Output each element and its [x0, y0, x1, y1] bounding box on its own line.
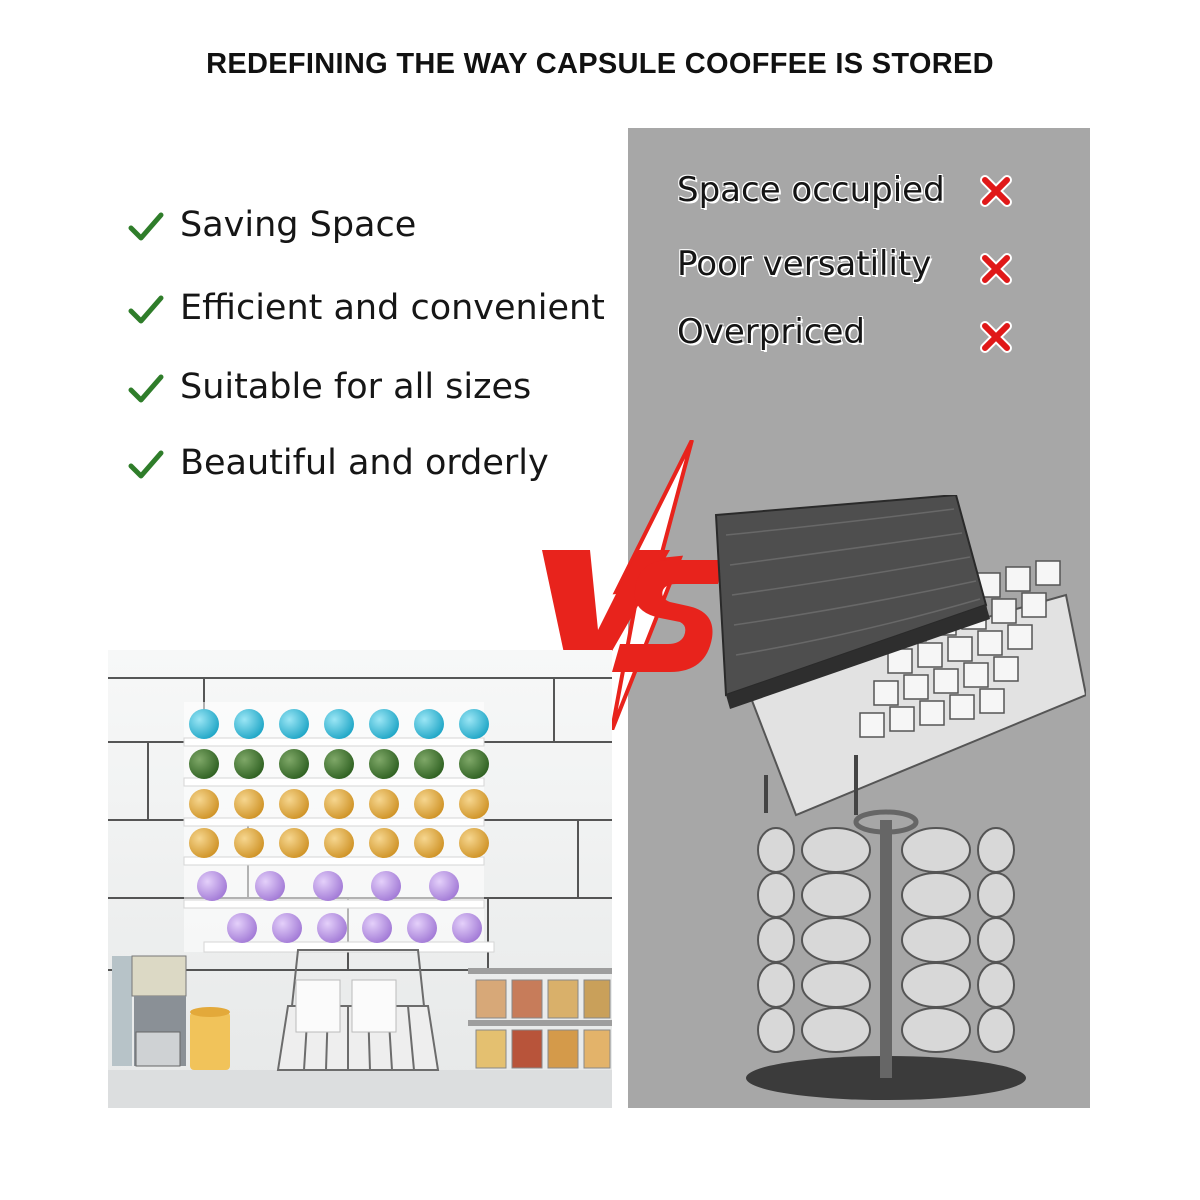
kcup-pod: [901, 1007, 971, 1053]
coffee-capsule: [279, 789, 309, 819]
coffee-capsule: [452, 913, 482, 943]
x-icon: [980, 175, 1012, 207]
kcup-pod: [977, 827, 1015, 873]
kcup-pod: [801, 872, 871, 918]
kcup-pod: [757, 872, 795, 918]
x-icon: [980, 321, 1012, 353]
kcup-pod: [757, 962, 795, 1008]
coffee-capsule: [324, 709, 354, 739]
coffee-capsule: [313, 871, 343, 901]
coffee-capsule: [324, 789, 354, 819]
benefit-label: Saving Space: [180, 205, 417, 245]
coffee-capsule: [324, 749, 354, 779]
drawer-pod: [1035, 560, 1061, 586]
coffee-capsule: [362, 913, 392, 943]
coffee-capsule: [197, 871, 227, 901]
con-label: Poor versatility: [677, 244, 932, 284]
x-icon: [980, 253, 1012, 285]
kcup-pod: [901, 917, 971, 963]
check-icon: [128, 212, 164, 241]
check-icon: [128, 295, 164, 324]
coffee-capsule: [227, 913, 257, 943]
kcup-pod: [901, 962, 971, 1008]
coffee-capsule: [459, 709, 489, 739]
benefit-label: Beautiful and orderly: [180, 443, 549, 483]
coffee-capsule: [189, 709, 219, 739]
carousel-holder-image: [746, 809, 1026, 1100]
drawer-pod: [859, 712, 885, 738]
kcup-pod: [977, 872, 1015, 918]
con-label: Overpriced: [677, 312, 865, 352]
drawer-pod: [919, 700, 945, 726]
kcup-pod: [977, 917, 1015, 963]
benefit-label: Efficient and convenient: [180, 288, 605, 328]
kcup-pod: [801, 1007, 871, 1053]
coffee-capsule: [371, 871, 401, 901]
drawer-pod: [991, 598, 1017, 624]
kcup-pod: [757, 917, 795, 963]
coffee-capsule: [324, 828, 354, 858]
coffee-capsule: [369, 828, 399, 858]
kcup-pod: [977, 962, 1015, 1008]
coffee-capsule: [189, 828, 219, 858]
coffee-capsule: [272, 913, 302, 943]
drawer-pod: [1007, 624, 1033, 650]
check-icon: [128, 374, 164, 403]
drawer-organizer-image: [714, 495, 1086, 817]
coffee-capsule: [234, 749, 264, 779]
coffee-capsule: [369, 789, 399, 819]
coffee-capsule: [234, 828, 264, 858]
drawer-pod: [979, 688, 1005, 714]
coffee-capsule: [279, 749, 309, 779]
coffee-capsule: [429, 871, 459, 901]
drawer-pod: [1021, 592, 1047, 618]
drawer-pod: [993, 656, 1019, 682]
coffee-capsule: [407, 913, 437, 943]
coffee-capsule: [255, 871, 285, 901]
drawer-pod: [889, 706, 915, 732]
kcup-pod: [901, 827, 971, 873]
vs-graphic: [542, 440, 725, 730]
drawer-pod: [977, 630, 1003, 656]
con-label: Space occupied: [677, 170, 945, 210]
kcup-pod: [801, 917, 871, 963]
coffee-capsule: [414, 709, 444, 739]
drawer-pod: [1005, 566, 1031, 592]
coffee-capsule: [459, 749, 489, 779]
coffee-capsule: [317, 913, 347, 943]
coffee-capsule: [369, 749, 399, 779]
kitchen-rack-photo: [108, 650, 612, 1108]
coffee-capsule: [189, 789, 219, 819]
drawer-pod: [917, 642, 943, 668]
coffee-capsule: [369, 709, 399, 739]
coffee-capsule: [279, 709, 309, 739]
kcup-pod: [801, 827, 871, 873]
coffee-capsule: [459, 789, 489, 819]
page-title: REDEFINING THE WAY CAPSULE COOFFEE IS ST…: [206, 48, 994, 80]
kcup-pod: [801, 962, 871, 1008]
kcup-pod: [757, 827, 795, 873]
drawer-pod: [949, 694, 975, 720]
coffee-capsule: [234, 709, 264, 739]
check-icon: [128, 450, 164, 479]
drawer-pod: [873, 680, 899, 706]
coffee-capsule: [279, 828, 309, 858]
coffee-capsule: [414, 749, 444, 779]
drawer-pod: [903, 674, 929, 700]
coffee-capsule: [414, 828, 444, 858]
kcup-pod: [757, 1007, 795, 1053]
coffee-capsule: [414, 789, 444, 819]
kcup-pod: [977, 1007, 1015, 1053]
drawer-pod: [933, 668, 959, 694]
coffee-capsule: [234, 789, 264, 819]
benefit-label: Suitable for all sizes: [180, 367, 532, 407]
drawer-pod: [963, 662, 989, 688]
kcup-pod: [901, 872, 971, 918]
drawer-pod: [947, 636, 973, 662]
coffee-capsule: [459, 828, 489, 858]
coffee-capsule: [189, 749, 219, 779]
